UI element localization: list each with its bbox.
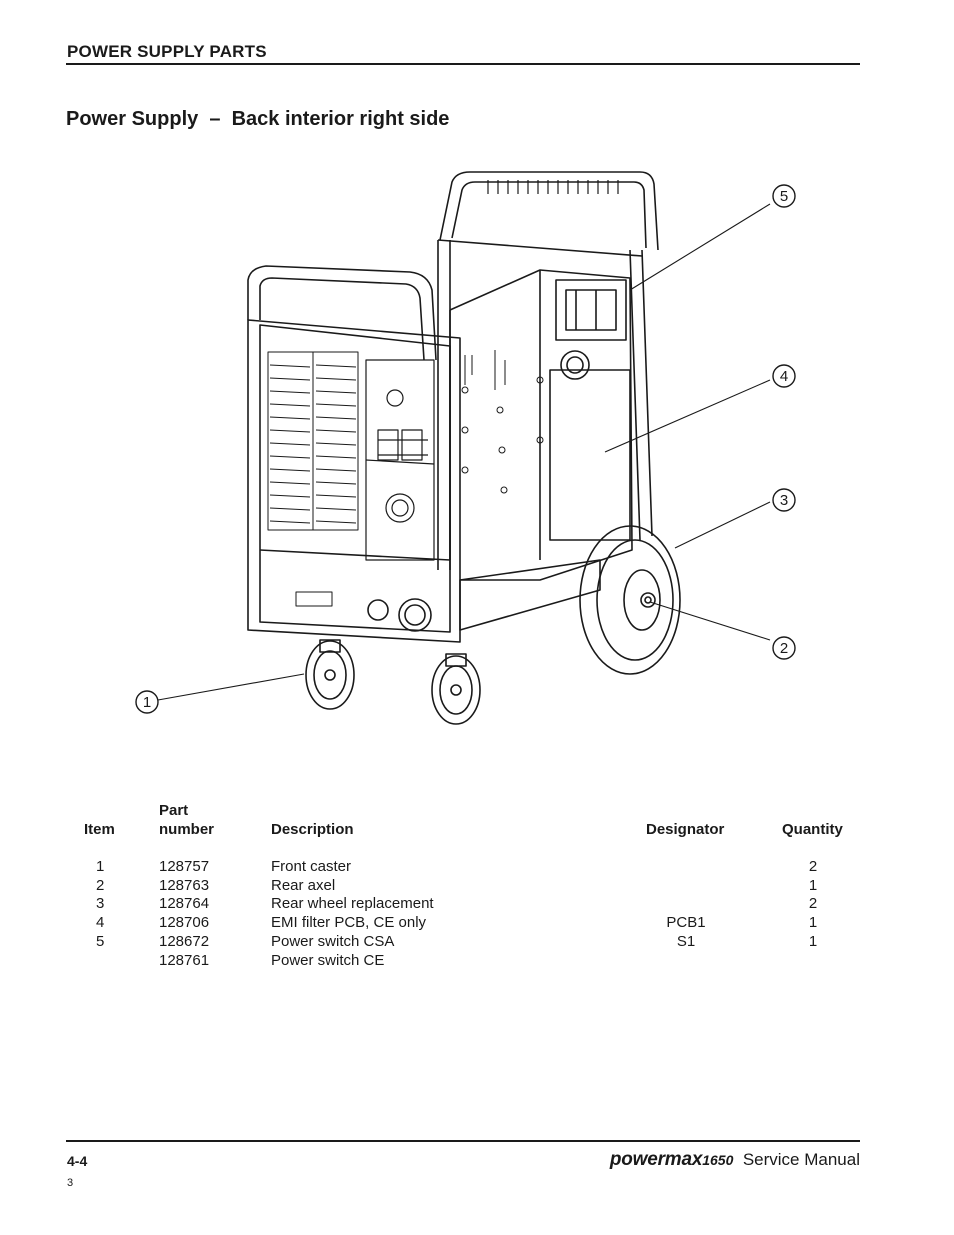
row-item: 5 [96,933,105,950]
page-number: 4-4 [67,1153,88,1169]
header-item: Item [84,821,115,838]
base-platform [459,559,601,631]
row-item: 2 [96,877,105,894]
front-caster-right [431,653,481,725]
leader-line-4 [604,379,771,453]
callout-2: 2 [780,640,788,657]
callout-3: 3 [780,492,788,509]
leader-line-2 [649,601,771,641]
row-description: Rear axel [271,877,336,894]
row-part: 128672 [159,933,210,950]
hypertherm-badge [295,591,333,607]
front-connector [398,598,432,632]
row-description: Rear wheel replacement [271,895,434,912]
header-description: Description [271,821,354,838]
row-item: 1 [96,858,105,875]
callout-1: 1 [143,694,151,711]
callout-circle-3 [772,488,796,512]
row-description: EMI filter PCB, CE only [271,914,427,931]
row-description: Power switch CSA [271,933,395,950]
front-switch [367,599,389,621]
header-rule [66,63,860,65]
row-part: 128757 [159,858,210,875]
leader-line-3 [674,501,771,549]
row-item: 3 [96,895,105,912]
front-panel [247,319,461,643]
brand-footer: powermax1650 Service Manual [610,1149,860,1171]
rear-wheel [579,525,681,675]
front-caster-left [305,639,355,710]
leader-line-1 [157,673,305,701]
power-supply-illustration: 5 4 3 2 1 [135,171,796,725]
page-title: Power Supply – Back interior right side [66,108,450,130]
header-designator: Designator [646,821,725,838]
section-header: POWER SUPPLY PARTS [67,42,267,61]
row-description: Power switch CE [271,952,385,969]
callout-4: 4 [780,368,788,385]
brand-model: 1650 [702,1152,734,1168]
small-number: 3 [67,1177,74,1189]
row-designator: PCB1 [666,914,706,931]
row-part: 128764 [159,895,210,912]
row-quantity: 1 [808,933,818,950]
callout-circle-4 [772,364,796,388]
emi-filter-pcb [549,369,631,541]
rear-axle [640,592,656,608]
callout-circle-5 [772,184,796,208]
callout-5: 5 [780,188,788,205]
callout-circle-1 [135,690,159,714]
power-switch [555,279,627,380]
row-quantity: 1 [808,914,818,931]
row-quantity: 2 [808,858,818,875]
rear-handle [439,171,659,251]
front-handle [247,265,437,361]
control-panel [365,359,435,561]
row-quantity: 2 [808,895,818,912]
callout-circle-2 [772,636,796,660]
header-quantity: Quantity [782,821,843,838]
row-item: 4 [96,914,105,931]
row-part: 128761 [159,952,210,969]
header-part-line2: number [159,821,215,838]
row-description: Front caster [271,858,352,875]
leader-line-5 [629,203,771,291]
row-designator: S1 [676,933,696,950]
footer-rule [66,1140,860,1142]
brand-logo: powermax [609,1149,703,1170]
row-quantity: 1 [808,877,818,894]
row-part: 128706 [159,914,210,931]
manual-label: Service Manual [742,1150,860,1169]
interior-chassis [449,269,633,581]
header-part-line1: Part [159,802,189,819]
vent-louvers [267,351,359,531]
rear-frame [437,240,653,570]
row-part: 128763 [159,877,210,894]
